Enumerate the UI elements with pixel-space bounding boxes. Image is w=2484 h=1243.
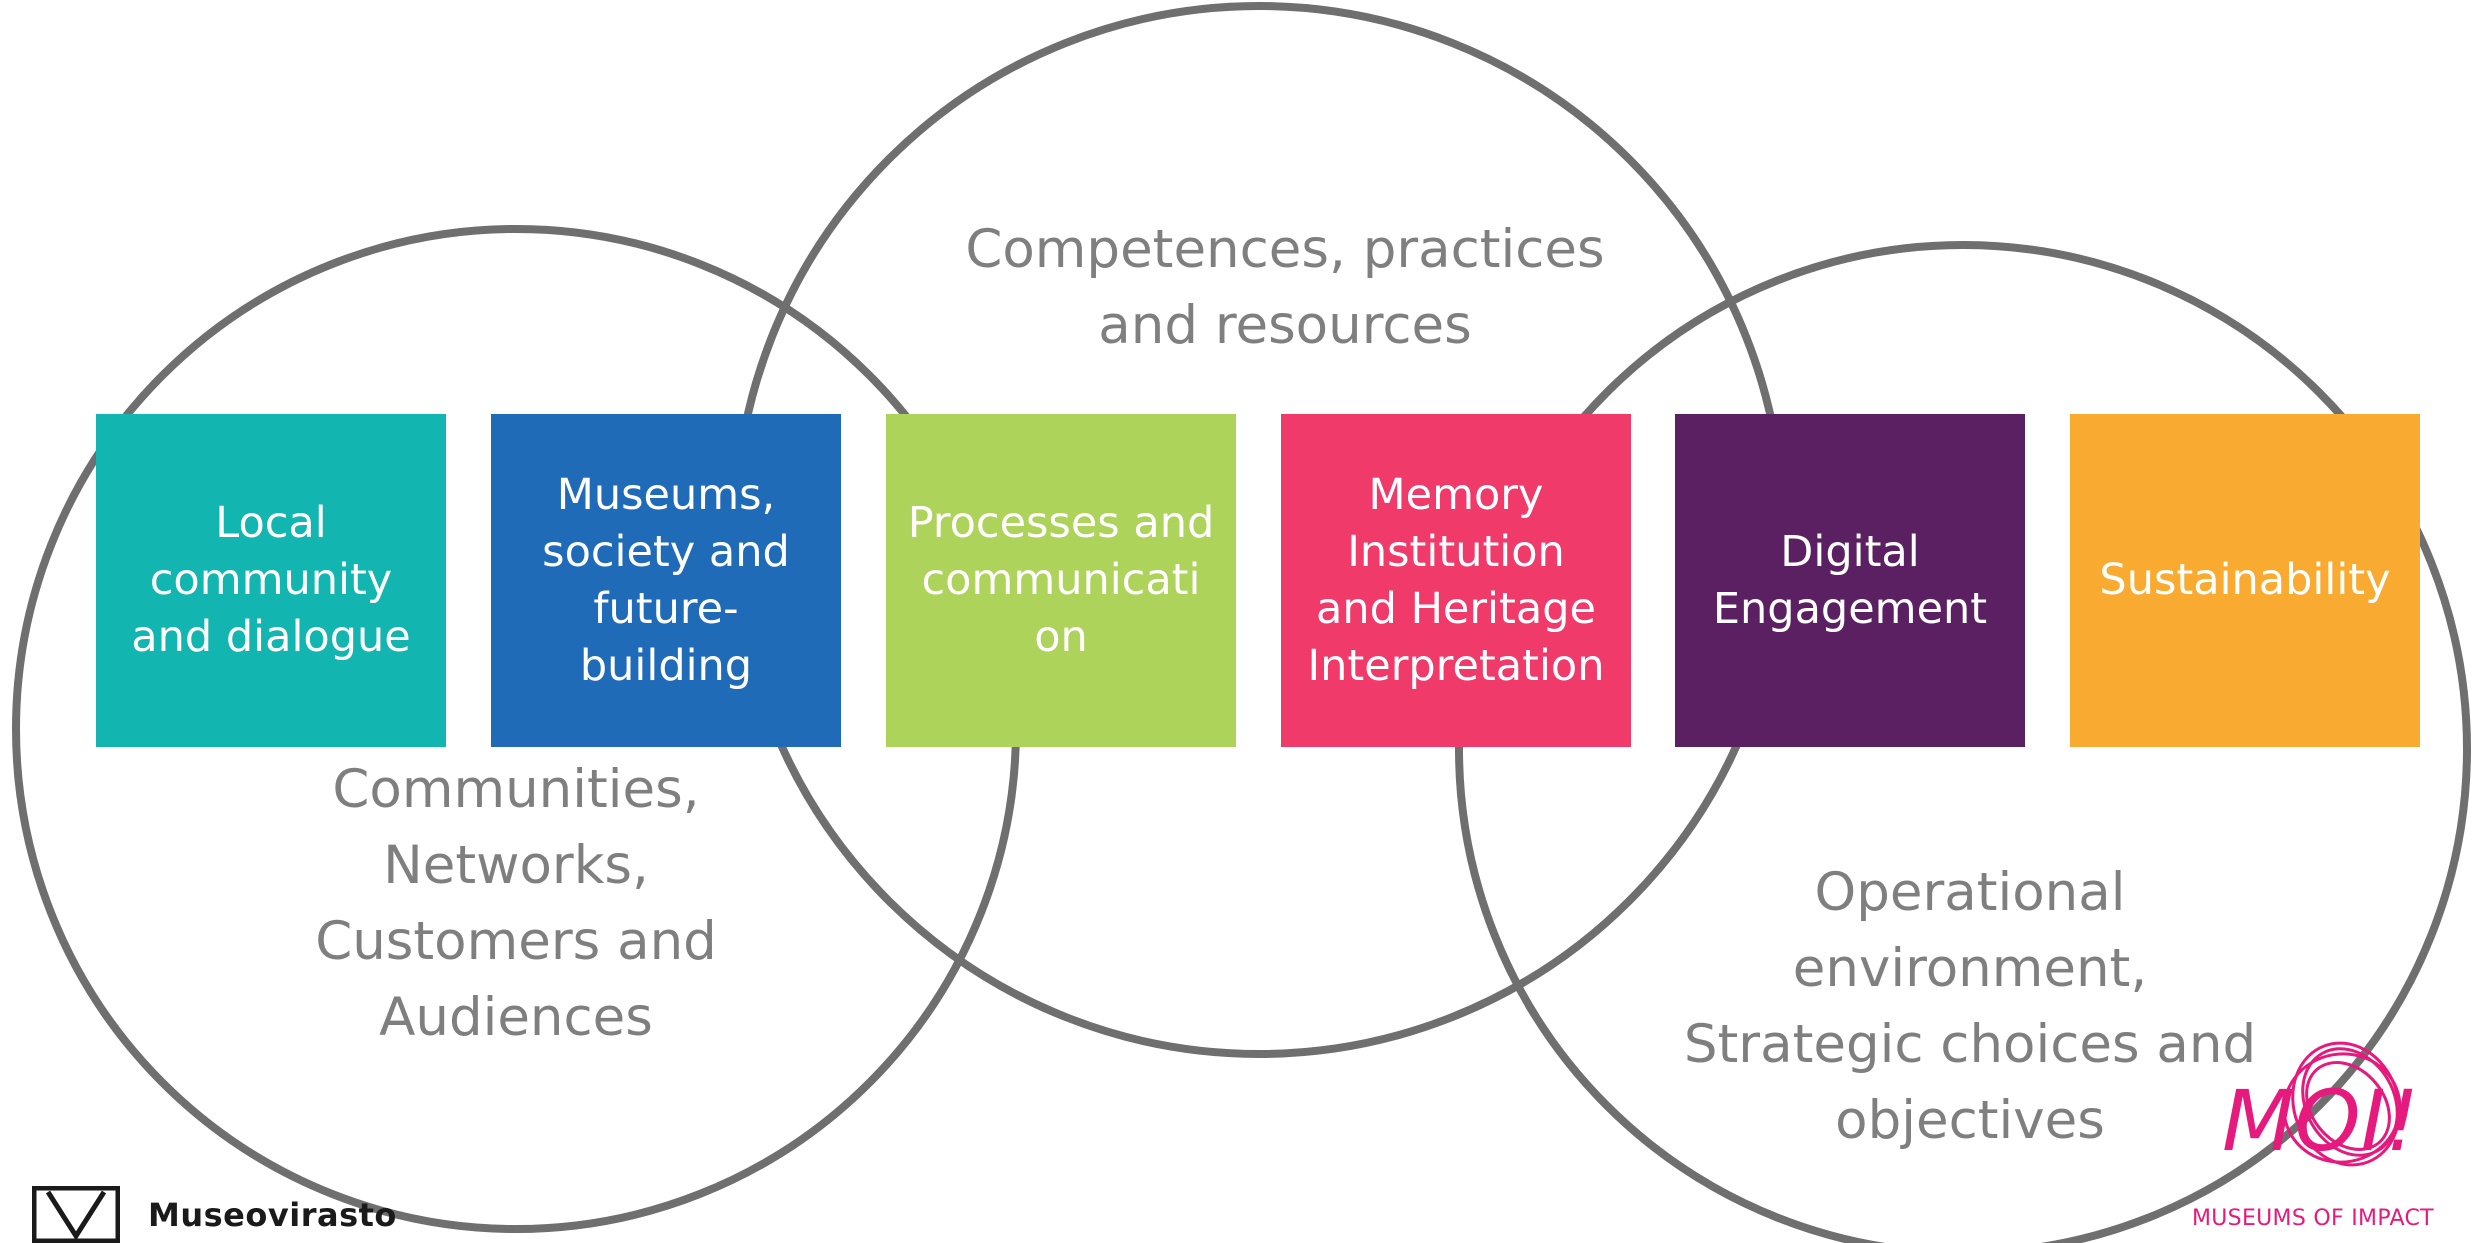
box-memory-institution: Memory Institution and Heritage Interpre… [1281, 414, 1631, 747]
circle-label-right: Operational environment, Strategic choic… [1683, 862, 2257, 1151]
moi-logo-wordmark: MOI! [2222, 1072, 2419, 1170]
circle-label-left: Communities, Networks, Customers and Aud… [315, 759, 717, 1048]
circle-label-top: Competences, practices and resources [965, 219, 1605, 356]
box-museums-society: Museums, society and future- building [491, 414, 841, 747]
moi-logo: MOI! MUSEUMS OF IMPACT [2170, 1022, 2460, 1237]
museovirasto-logo-text: Museovirasto [148, 1195, 397, 1234]
circle-right [1455, 241, 2471, 1243]
moi-logo-subtitle: MUSEUMS OF IMPACT [2192, 1206, 2434, 1231]
box-sustainability: Sustainability [2070, 414, 2420, 747]
box-processes-communication: Processes and communicati on [886, 414, 1236, 747]
box-digital-engagement: Digital Engagement [1675, 414, 2025, 747]
museovirasto-logo-icon [32, 1186, 120, 1243]
museovirasto-logo: Museovirasto [32, 1186, 397, 1243]
box-local-community: Local community and dialogue [96, 414, 446, 747]
moi-logo-icon: MOI! [2222, 1041, 2419, 1170]
